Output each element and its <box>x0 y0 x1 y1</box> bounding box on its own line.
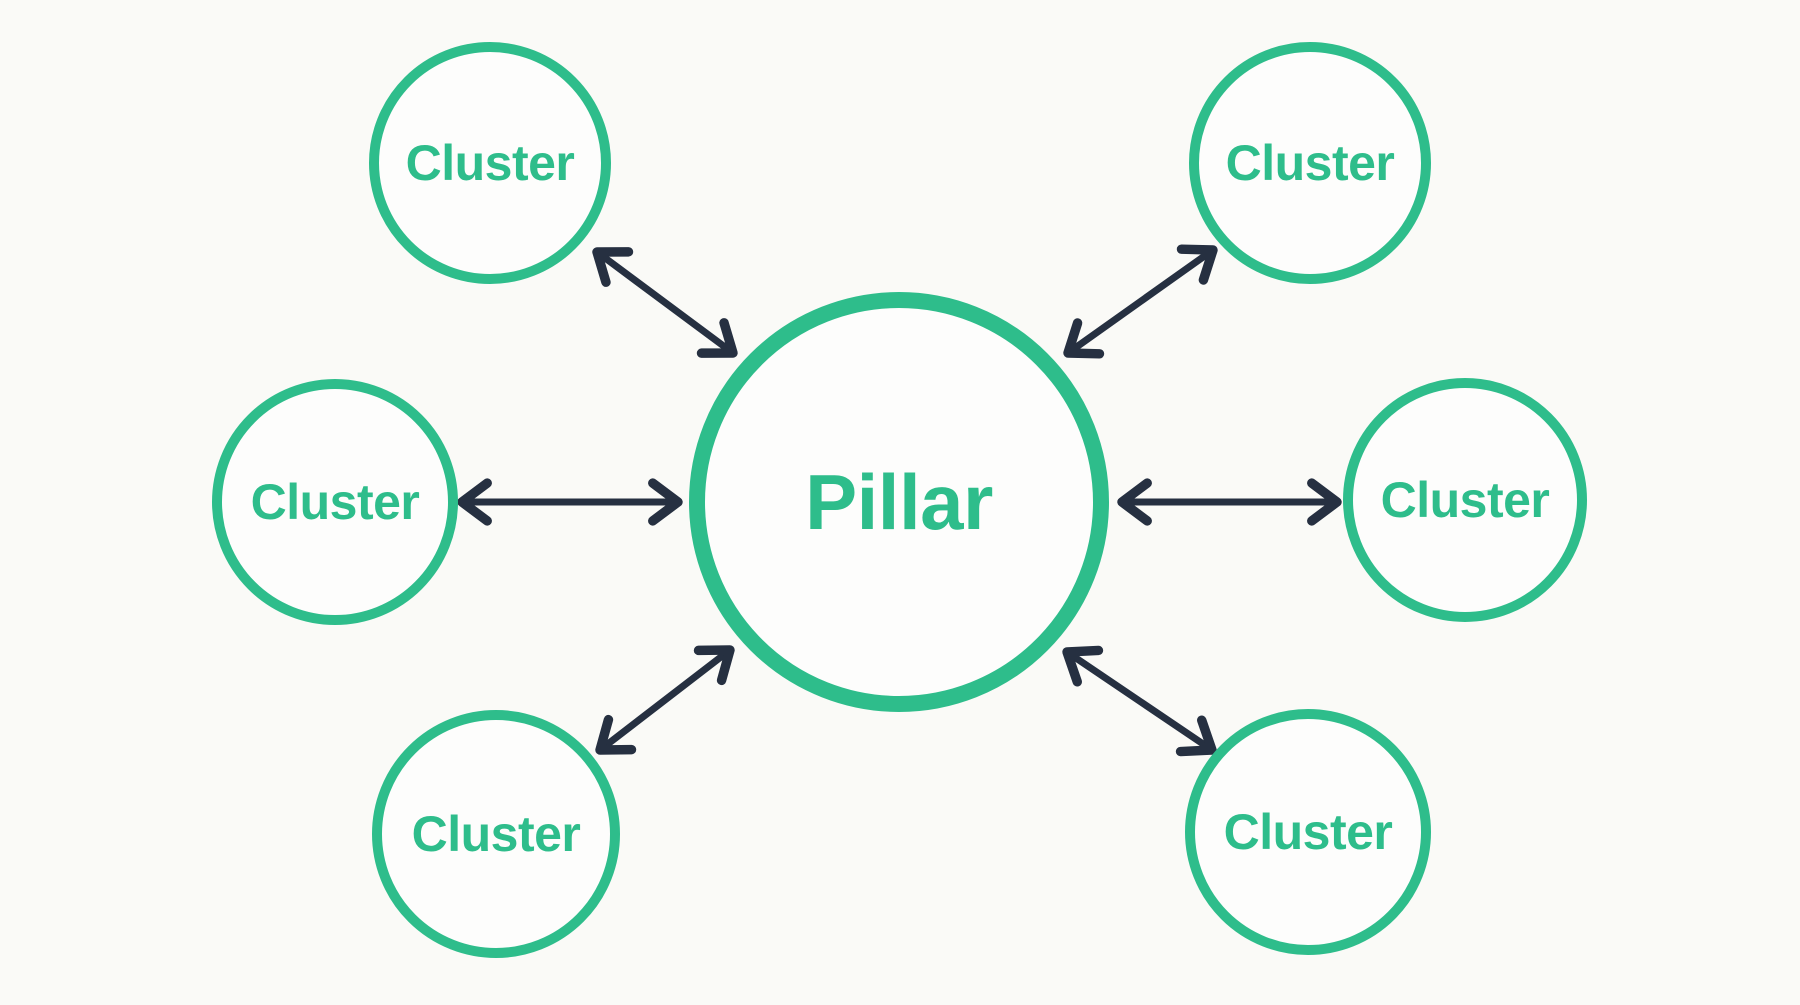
cluster-top-left: Cluster <box>369 42 611 284</box>
cluster-top-right: Cluster <box>1189 42 1431 284</box>
connector-arrows <box>457 244 1342 757</box>
cluster-mid-left: Cluster <box>212 379 458 625</box>
cluster-bottom-left: Cluster <box>372 710 620 958</box>
cluster-mid-right: Cluster <box>1343 378 1587 622</box>
cluster-mid-left-circle <box>212 379 458 625</box>
pillar-node-label: Pillar <box>805 458 993 546</box>
cluster-top-left-circle <box>369 42 611 284</box>
arrow-bottom-right <box>1062 645 1217 757</box>
cluster-mid-left-label: Cluster <box>251 474 420 530</box>
pillar-node-circle <box>689 292 1109 712</box>
arrow-top-right <box>1063 244 1218 359</box>
cluster-bottom-left-label: Cluster <box>412 806 581 862</box>
cluster-top-right-label: Cluster <box>1226 135 1395 191</box>
arrow-top-left <box>592 247 738 358</box>
cluster-top-right-circle <box>1189 42 1431 284</box>
cluster-mid-right-circle <box>1343 378 1587 622</box>
cluster-bottom-right-label: Cluster <box>1224 804 1393 860</box>
cluster-bottom-right-circle <box>1185 709 1431 955</box>
pillar-node: Pillar <box>689 292 1109 712</box>
arrow-bottom-left <box>595 645 735 755</box>
cluster-mid-right-label: Cluster <box>1381 472 1550 528</box>
cluster-bottom-right: Cluster <box>1185 709 1431 955</box>
cluster-bottom-left-circle <box>372 710 620 958</box>
cluster-top-left-label: Cluster <box>406 135 575 191</box>
